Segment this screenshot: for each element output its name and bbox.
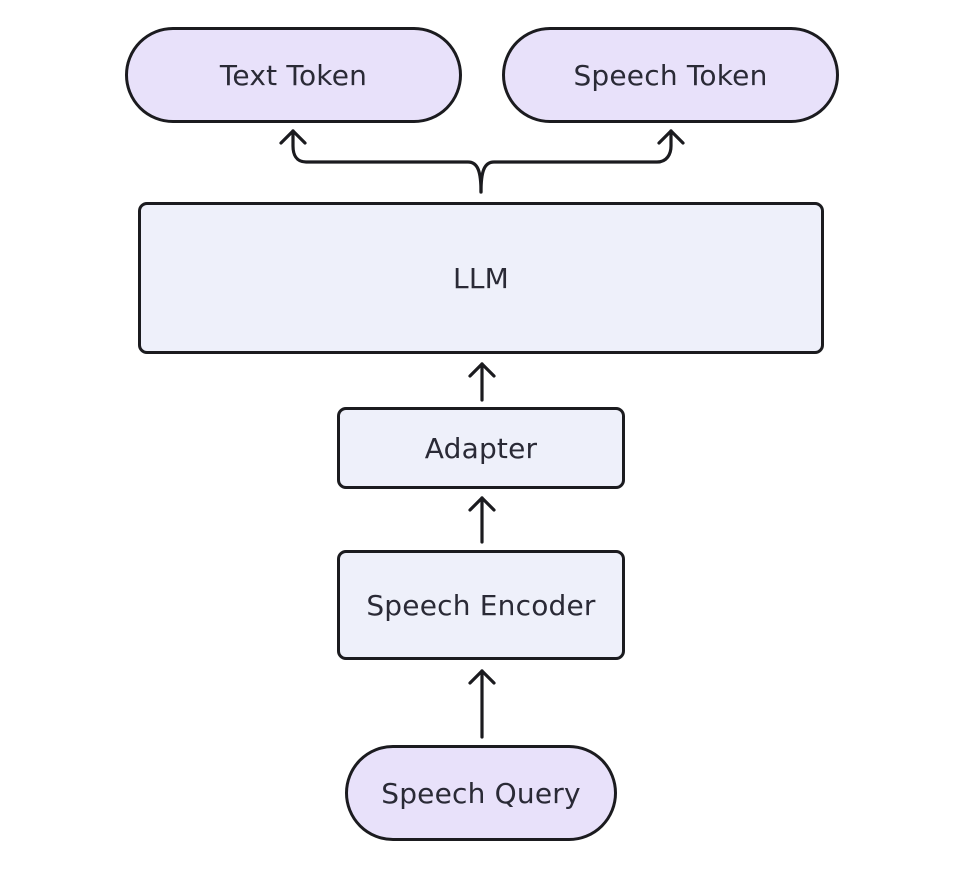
arrowhead-speech-token <box>657 129 685 145</box>
edge-llm-to-speech-token <box>479 129 673 194</box>
node-speech-token: Speech Token <box>502 27 839 123</box>
node-speech-query-label: Speech Query <box>381 776 581 810</box>
node-text-token: Text Token <box>125 27 462 123</box>
edge-llm-to-output-tokens <box>279 129 685 194</box>
node-speech-token-label: Speech Token <box>573 58 768 92</box>
edge-llm-branch-stem <box>291 129 483 194</box>
node-speech-query: Speech Query <box>345 745 617 841</box>
node-llm-label: LLM <box>453 261 509 295</box>
node-speech-encoder: Speech Encoder <box>337 550 625 660</box>
node-llm: LLM <box>138 202 824 354</box>
node-text-token-label: Text Token <box>219 58 368 92</box>
node-adapter-label: Adapter <box>424 431 538 465</box>
edge-speech-encoder-to-adapter <box>468 496 496 544</box>
edge-adapter-to-llm <box>468 362 496 402</box>
node-adapter: Adapter <box>337 407 625 489</box>
node-speech-encoder-label: Speech Encoder <box>366 588 596 622</box>
arrowhead-text-token <box>279 129 307 145</box>
edge-speech-query-to-speech-encoder <box>468 669 496 739</box>
